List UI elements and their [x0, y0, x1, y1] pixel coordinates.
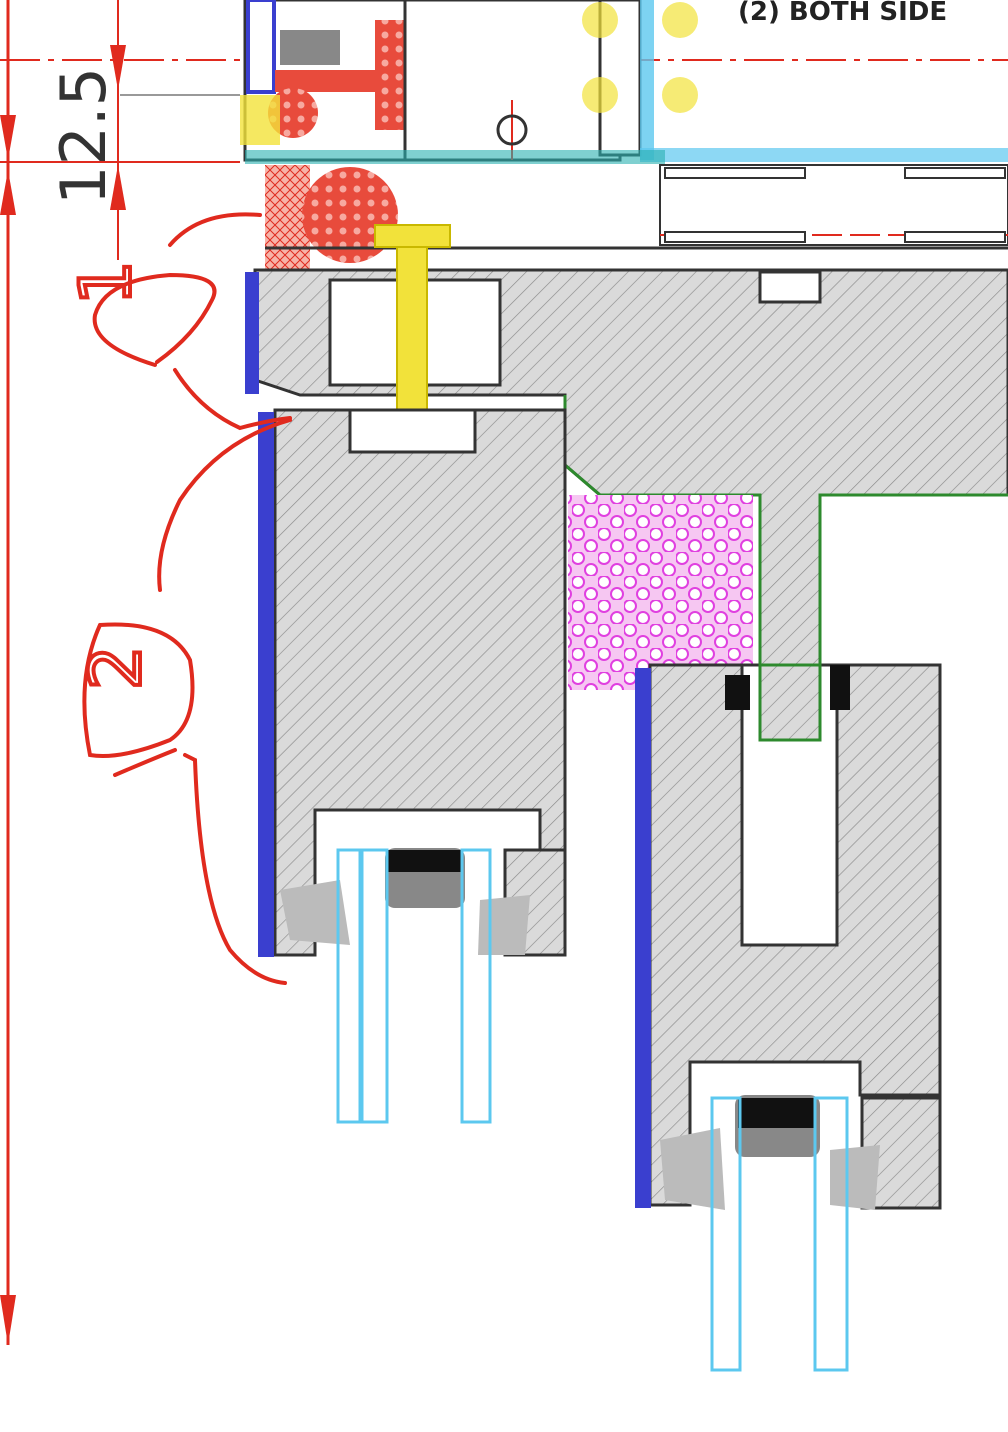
handwritten-marker-2: 2: [75, 645, 157, 690]
upper-frame: [240, 0, 1008, 270]
right-glazing: [710, 1096, 849, 1372]
handwritten-marker-1: 1: [65, 260, 147, 305]
insulation: [568, 495, 753, 690]
left-glazing: [336, 848, 492, 1124]
right-sash: [635, 663, 942, 1210]
dimension-label: 12.5: [47, 67, 120, 205]
handwritten-annotations: [82, 212, 292, 985]
left-sash: [258, 408, 567, 957]
top-note: (2) BOTH SIDE: [738, 0, 947, 27]
